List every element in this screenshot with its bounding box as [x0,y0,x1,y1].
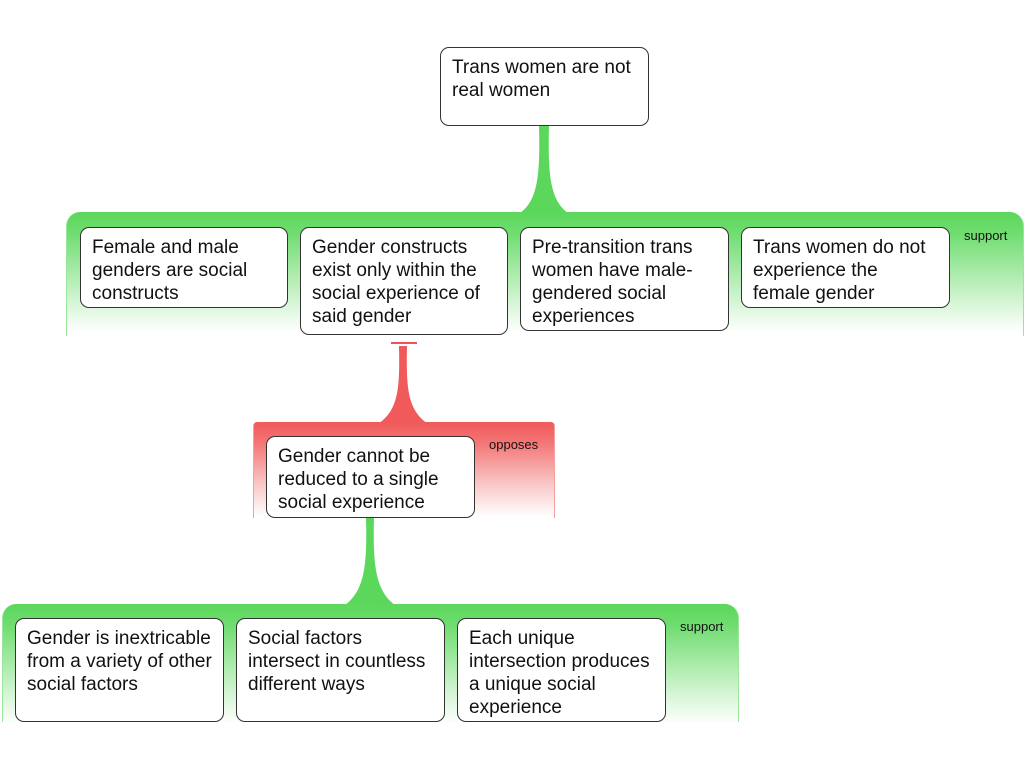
support-label-1: support [964,228,1008,243]
support-connector-1 [520,126,568,213]
claim-node-unique-intersection[interactable]: Each unique intersection produces a uniq… [457,618,666,722]
root-claim-node[interactable]: Trans women are not real women [440,47,649,126]
opposes-connector [378,346,428,424]
support-connector-2 [345,517,395,605]
claim-node-inextricable[interactable]: Gender is inextricable from a variety of… [15,618,224,722]
claim-node-social-constructs[interactable]: Female and male genders are social const… [80,227,288,308]
claim-node-female-gender[interactable]: Trans women do not experience the female… [741,227,950,308]
support-label-2: support [680,619,724,634]
claim-node-pre-transition[interactable]: Pre-transition trans women have male-gen… [520,227,729,331]
claim-node-gender-constructs[interactable]: Gender constructs exist only within the … [300,227,508,335]
objection-node-single-experience[interactable]: Gender cannot be reduced to a single soc… [266,436,475,518]
opposes-label: opposes [489,437,539,452]
claim-node-intersect[interactable]: Social factors intersect in countless di… [236,618,445,722]
opposes-marker [391,342,417,344]
